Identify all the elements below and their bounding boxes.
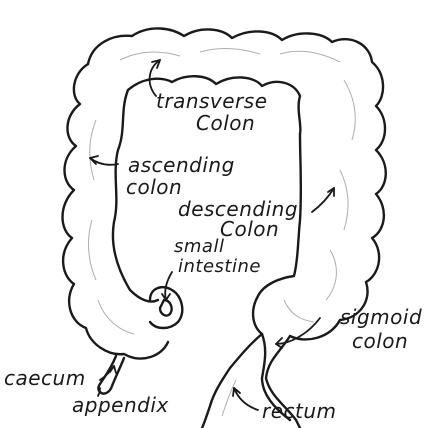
label-transverse-colon: Colon [196,111,255,135]
label-transverse: transverse [156,89,268,113]
small-intestine-outline [150,287,182,328]
label-rectum: rectum [262,399,337,423]
label-small: small [174,236,224,257]
label-ascending-colon: colon [126,175,182,199]
label-sigmoid-colon: colon [352,329,408,353]
descending-pointer [312,188,334,212]
appendix-shape [98,356,124,394]
label-ascending: ascending [128,153,235,177]
label-descending-colon: Colon [220,217,279,241]
label-caecum: caecum [4,366,86,390]
label-sigmoid: sigmoid [340,305,422,329]
label-appendix: appendix [72,393,169,417]
label-intestine: intestine [178,256,261,277]
small-intestine-opening [160,300,172,316]
rectum-outline [202,334,262,428]
